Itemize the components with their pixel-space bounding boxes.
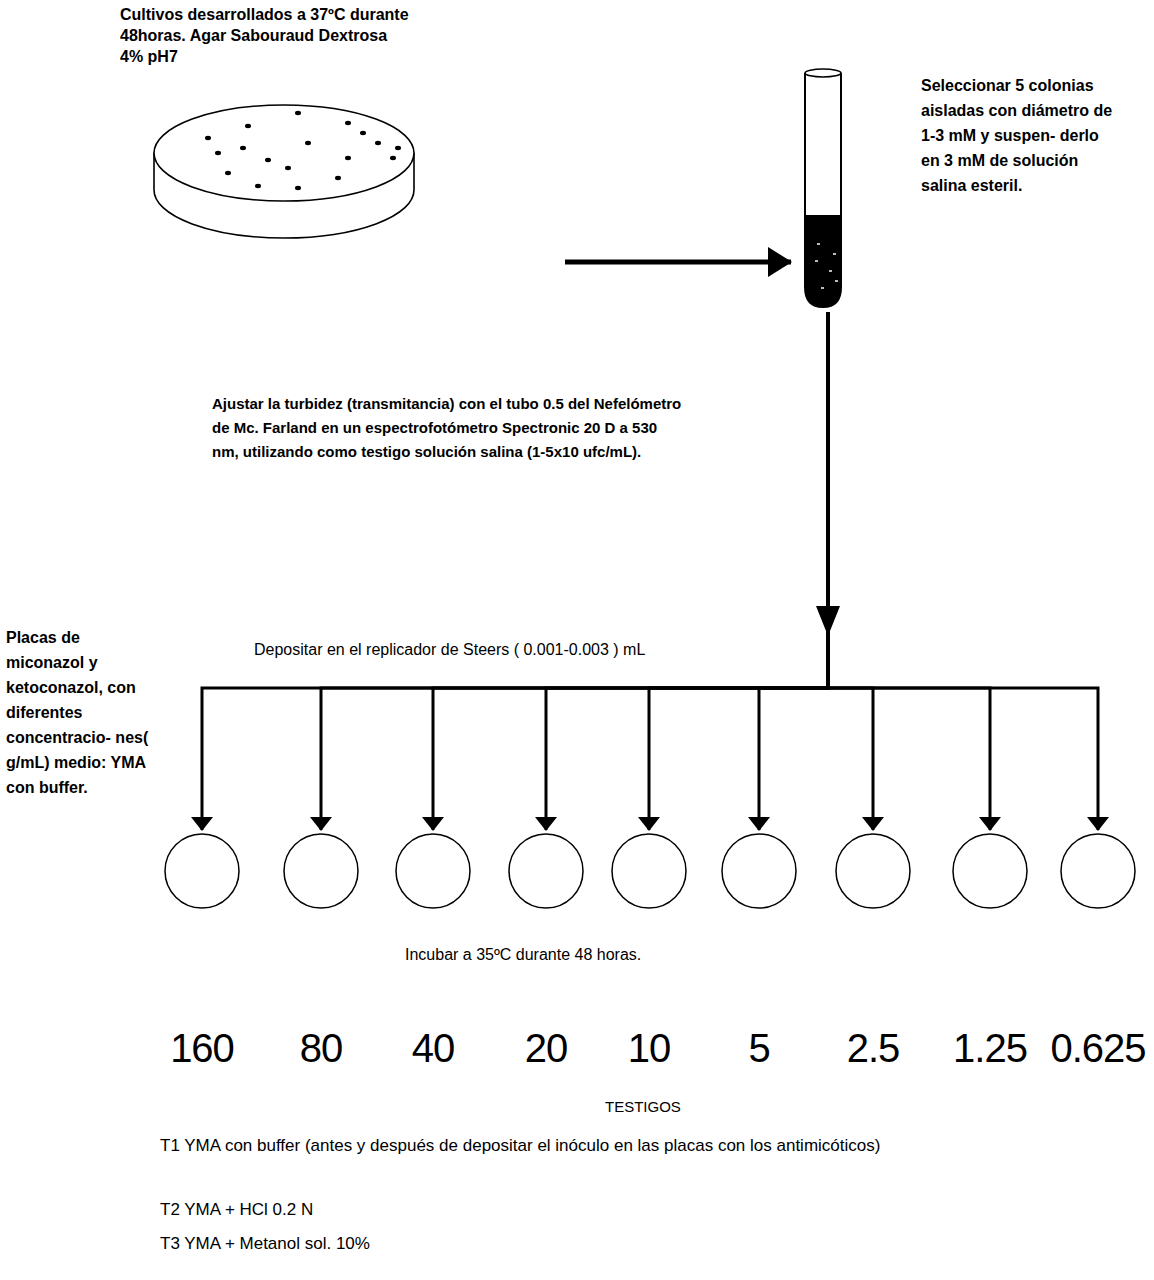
concentration-value: 1.25 (953, 1026, 1027, 1070)
flow-arrow (649, 312, 828, 830)
agar-plate: 80 (269, 832, 373, 1070)
agar-plate: 160 (150, 832, 254, 1070)
flow-arrow (759, 312, 828, 830)
agar-plate-drawing (834, 832, 912, 910)
flow-arrow (202, 312, 828, 830)
flow-arrow (321, 312, 828, 830)
agar-plate: 5 (707, 832, 811, 1070)
test-tube-drawing (795, 65, 851, 310)
agar-plate: 1.25 (938, 832, 1042, 1070)
concentration-value: 80 (300, 1026, 343, 1070)
petri-dish: Cultivos desarrollados a 37ºC durante 48… (120, 0, 565, 275)
agar-plate-drawing (720, 832, 798, 910)
agar-plate-drawing (282, 832, 360, 910)
agar-plate-drawing (610, 832, 688, 910)
concentration-value: 0.625 (1050, 1026, 1145, 1070)
control-item: T2 YMA + HCl 0.2 N (160, 1194, 990, 1226)
concentration-value: 2.5 (847, 1026, 900, 1070)
incubation-note: Incubar a 35ºC durante 48 horas. (405, 944, 641, 966)
agar-plate-drawing (1059, 832, 1137, 910)
control-item: T1 YMA con buffer (antes y después de de… (160, 1130, 990, 1162)
concentration-value: 160 (170, 1026, 234, 1070)
plate-note: Placas de miconazol y ketoconazol, con d… (6, 625, 158, 800)
test-tube: Seleccionar 5 colonias aisladas con diám… (795, 65, 1135, 310)
procedure-note: Depositar en el replicador de Steers ( 0… (250, 639, 649, 661)
agar-plate-drawing (394, 832, 472, 910)
concentration-value: 5 (748, 1026, 769, 1070)
flow-arrow (828, 312, 1098, 830)
agar-plate-drawing (507, 832, 585, 910)
agar-plate-drawing (951, 832, 1029, 910)
flow-arrow (828, 312, 873, 830)
agar-plate-drawing (163, 832, 241, 910)
flow-arrow (433, 312, 828, 830)
concentration-value: 20 (525, 1026, 568, 1070)
agar-plate: 2.5 (821, 832, 925, 1070)
flow-arrow (565, 260, 791, 265)
step-note: Seleccionar 5 colonias aisladas con diám… (921, 65, 1121, 198)
section-heading: TESTIGOS (605, 1097, 681, 1117)
step-note: Cultivos desarrollados a 37ºC durante 48… (120, 0, 410, 67)
control-item: T3 YMA + Metanol sol. 10% (160, 1228, 990, 1260)
concentration-value: 40 (412, 1026, 455, 1070)
procedure-note: Ajustar la turbidez (transmitancia) con … (212, 392, 682, 464)
agar-plate: 0.625 (1046, 832, 1150, 1070)
concentration-value: 10 (628, 1026, 671, 1070)
flow-arrow (546, 312, 828, 830)
petri-dish-drawing (148, 98, 428, 258)
flow-arrow (828, 312, 990, 830)
